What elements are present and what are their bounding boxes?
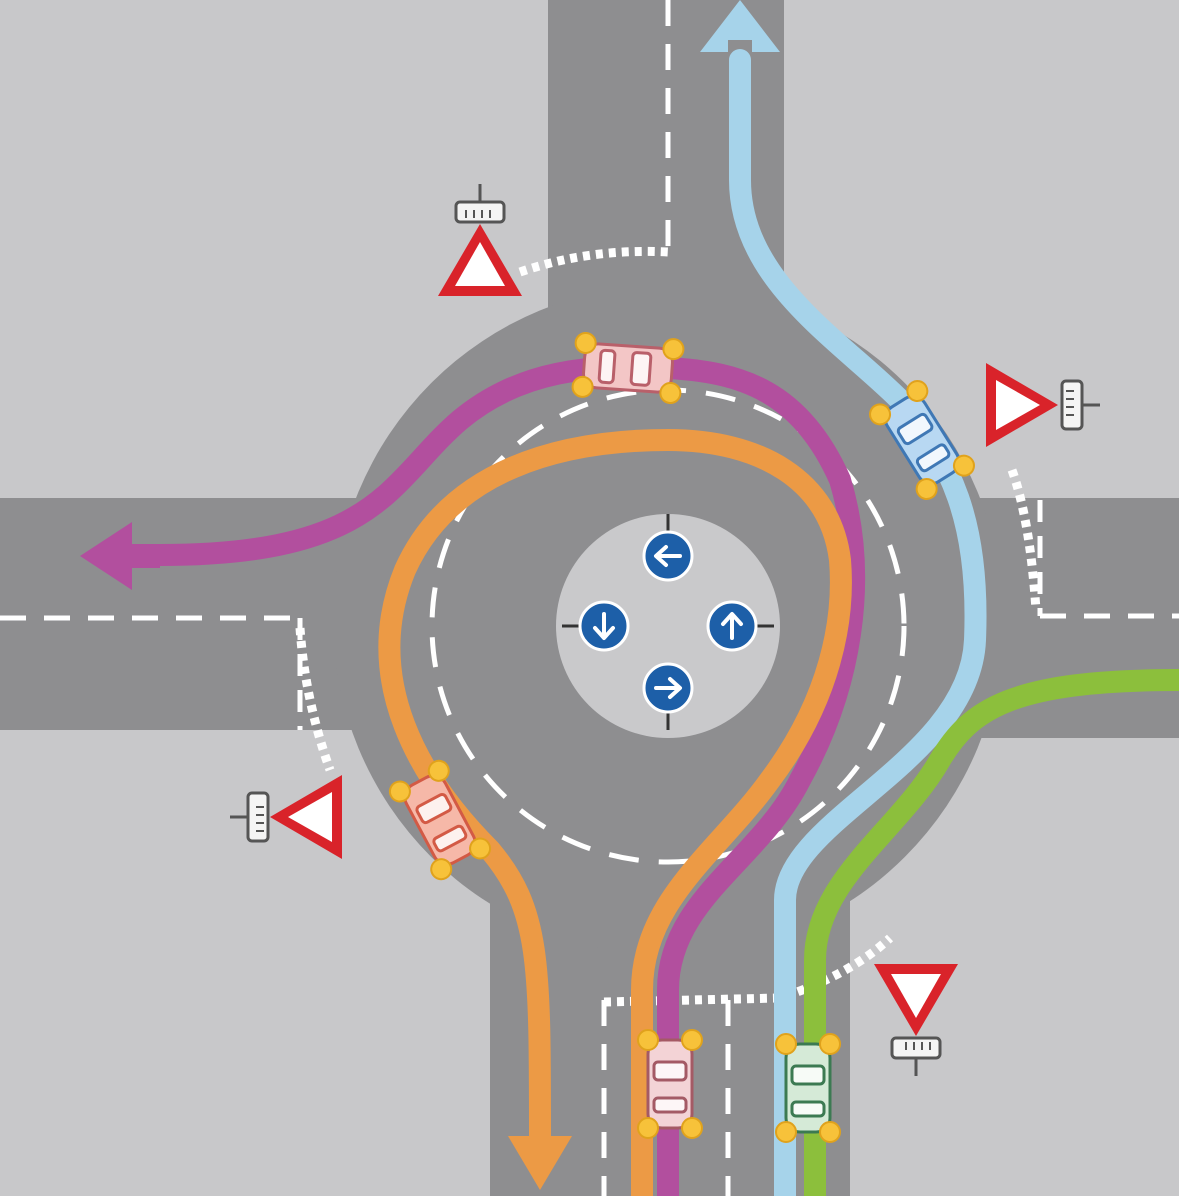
route-left-arrowhead [80, 522, 160, 590]
roundabout-sign-icon [642, 662, 694, 730]
give-way-line-west [295, 627, 335, 772]
route-straight [729, 49, 987, 1196]
car-icon [774, 1032, 842, 1144]
roundabout-sign-icon [562, 600, 630, 652]
route-straight-arrowhead [700, 0, 780, 52]
car-icon [636, 1028, 704, 1140]
roundabout-sign-icon [642, 514, 694, 582]
central-island [556, 514, 780, 738]
give-way-line-south [603, 934, 894, 1007]
route-left-turn [149, 356, 866, 1196]
route-u-turn-arrowhead [508, 1136, 572, 1190]
roundabout-signs [562, 514, 774, 730]
roundabout-sign-icon [706, 600, 774, 652]
give-way-line-east [1007, 468, 1041, 611]
route-right-turn [804, 669, 1179, 1196]
give-way-line-north [518, 246, 669, 277]
give-way-lines [295, 246, 1041, 1007]
